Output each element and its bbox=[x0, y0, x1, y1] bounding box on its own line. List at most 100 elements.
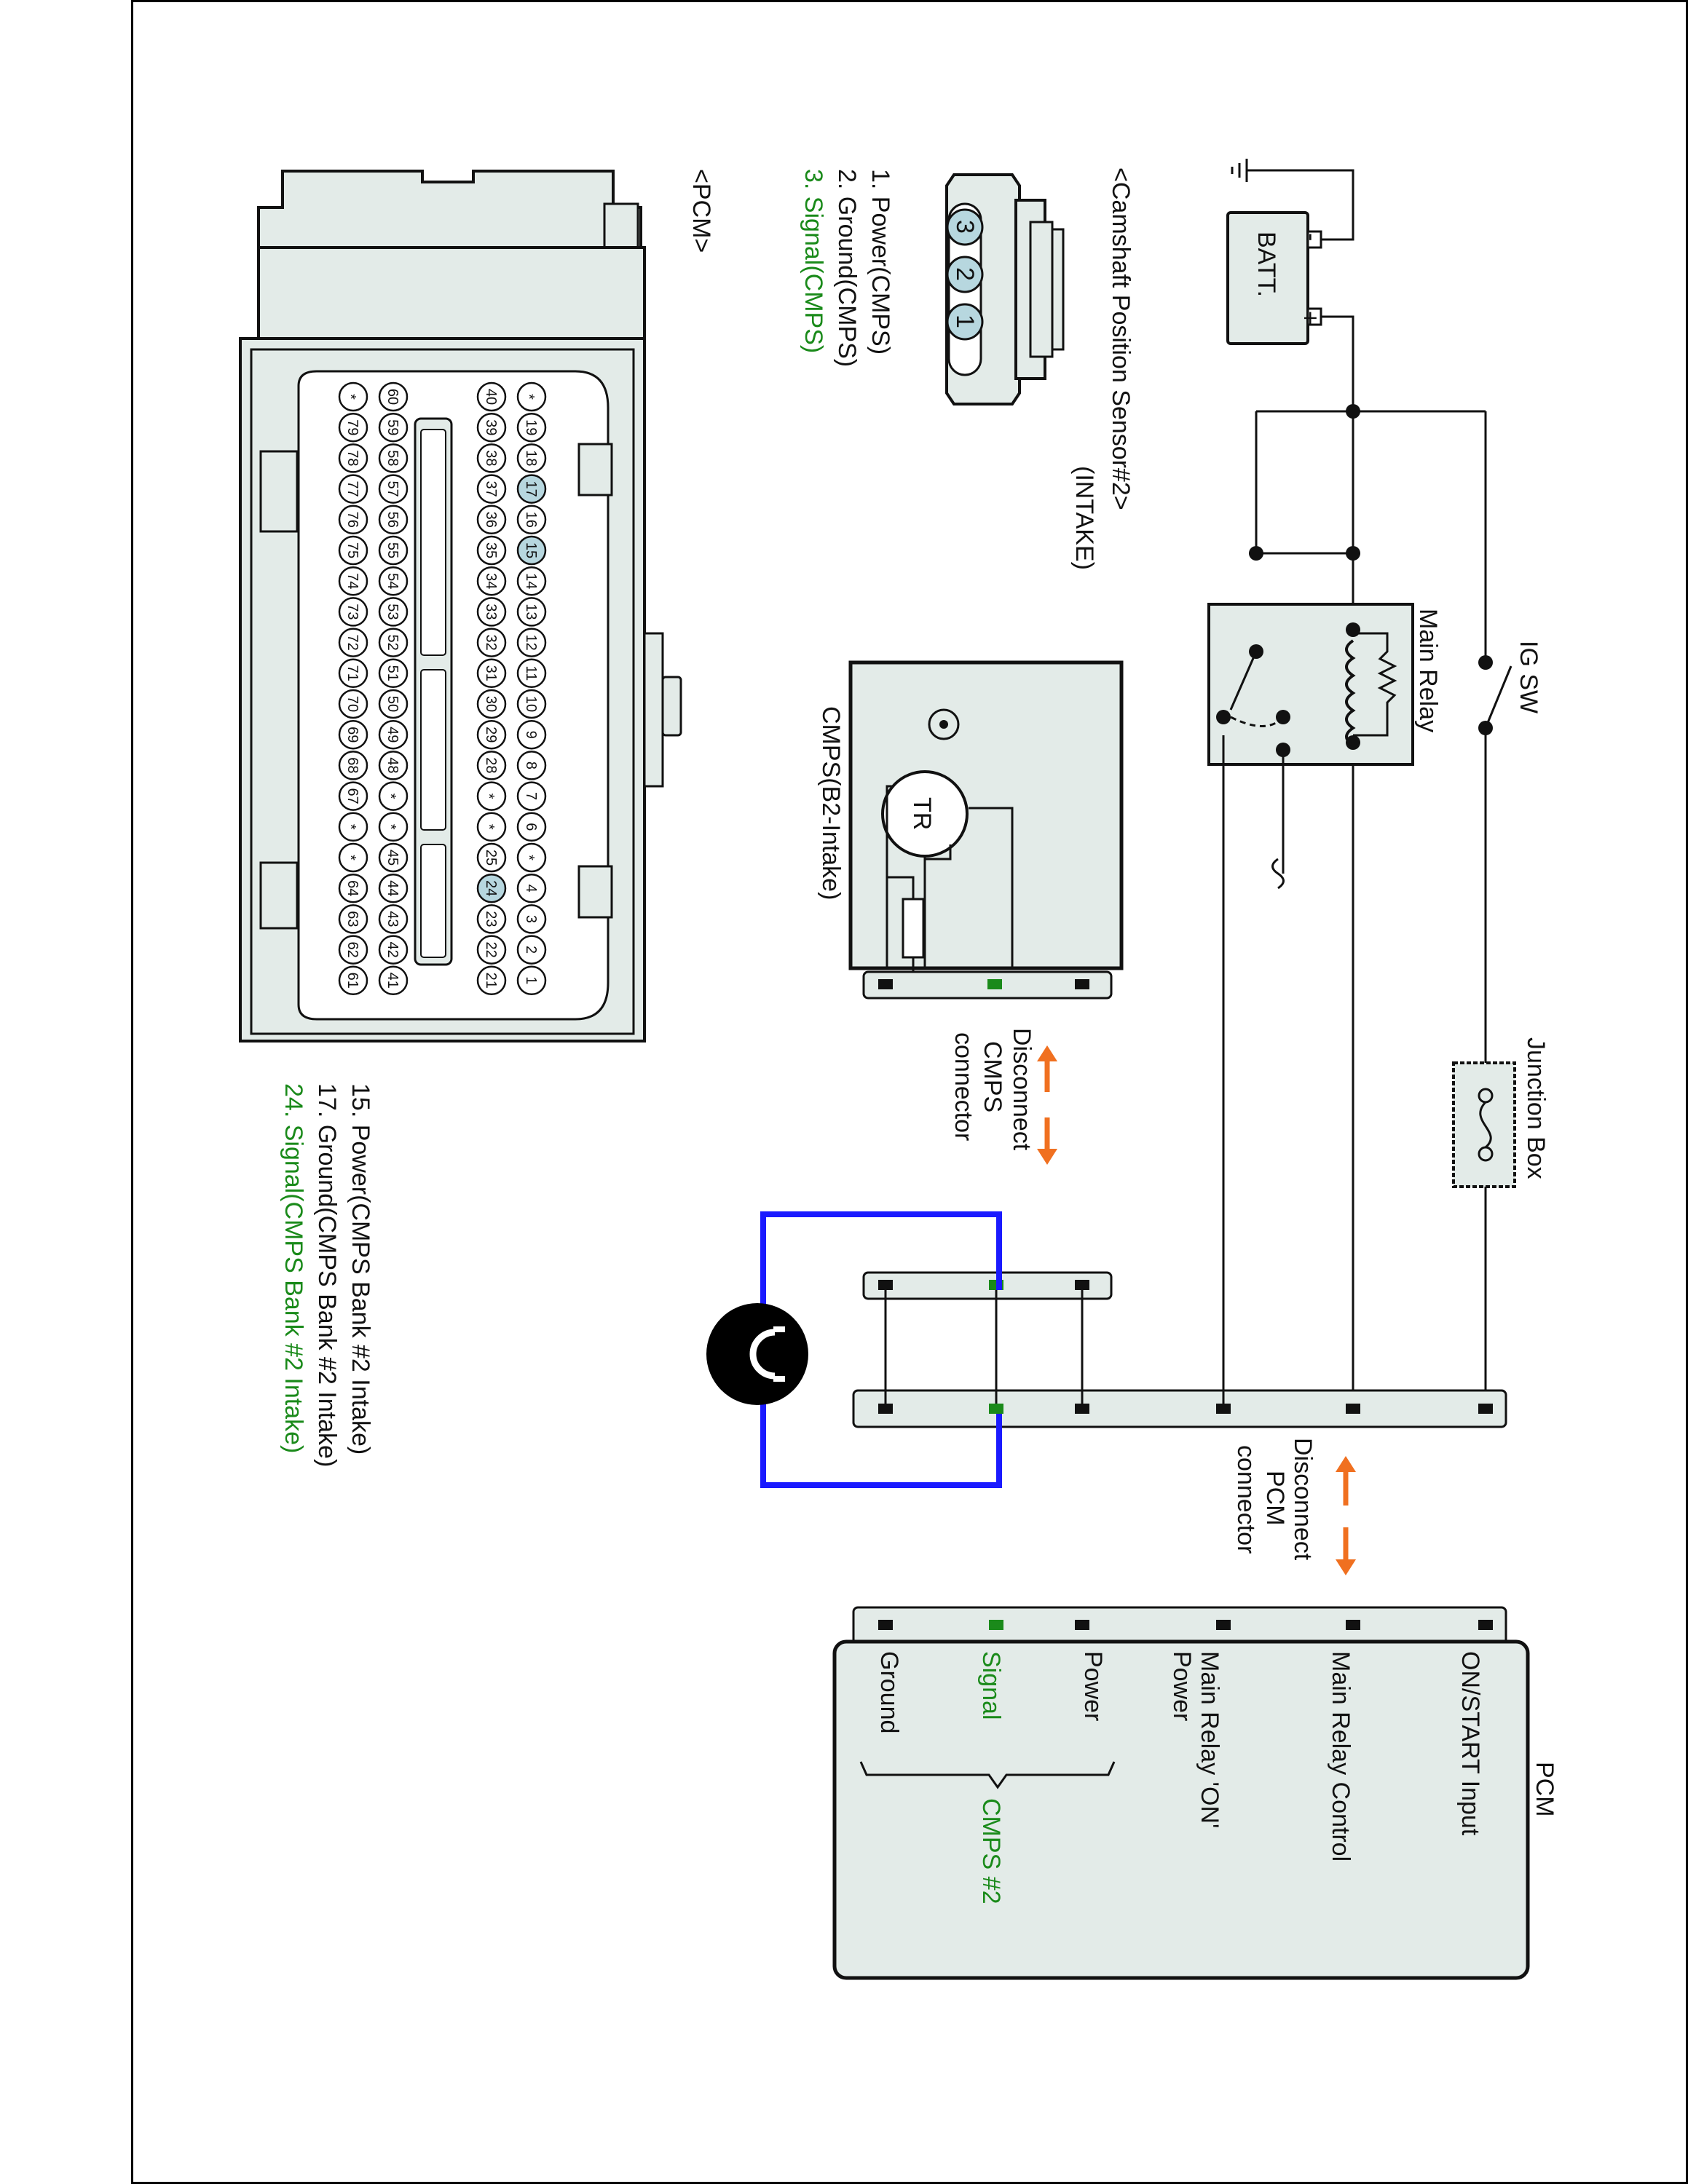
pcm-pin-number: 40 bbox=[483, 389, 499, 405]
pcm-pin bbox=[516, 965, 547, 996]
pcm-pin bbox=[476, 689, 507, 719]
pcm-pin bbox=[338, 904, 368, 934]
disconnect-pcm-line2: PCM bbox=[1261, 1471, 1289, 1526]
pcm-pin bbox=[476, 751, 507, 780]
sensor-pin-1: 1 bbox=[951, 314, 979, 328]
pcm-pin bbox=[378, 904, 409, 934]
pcm-legend-item: 24. Signal(CMPS Bank #2 Intake) bbox=[280, 1083, 307, 1453]
disconnect-pcm-line1: Disconnect bbox=[1289, 1438, 1317, 1561]
pcm-terminal-label: Main Relay 'ON' bbox=[1196, 1651, 1223, 1829]
sensor-pin-list: 1. Power(CMPS)2. Ground(CMPS)3. Signal(C… bbox=[800, 169, 894, 367]
pcm-pin-number: * bbox=[521, 394, 537, 400]
junction-box: Junction Box bbox=[1452, 1037, 1550, 1188]
pcm-pin bbox=[516, 535, 547, 566]
disconnect-cmps-arrow bbox=[1037, 1045, 1057, 1165]
pcm-pin bbox=[516, 628, 547, 657]
pcm-legend-item: 17. Ground(CMPS Bank #2 Intake) bbox=[313, 1083, 341, 1467]
pcm-pin-number: 43 bbox=[384, 911, 401, 927]
pcm-pin-number: 32 bbox=[483, 634, 499, 650]
pcm-pin bbox=[516, 751, 547, 780]
pcm-pin-number: 16 bbox=[523, 512, 539, 528]
pcm-pin-number: 33 bbox=[483, 604, 499, 620]
pcm-pin bbox=[338, 412, 368, 443]
pcm-pin bbox=[378, 965, 409, 996]
pcm-pin bbox=[378, 443, 409, 473]
pcm-pin-number: 67 bbox=[344, 788, 360, 804]
pcm-label: PCM bbox=[1531, 1762, 1558, 1817]
pcm-pin-number: 74 bbox=[344, 573, 360, 589]
pcm-pin-number: 51 bbox=[384, 665, 401, 681]
pcm-pin-number: 69 bbox=[344, 727, 360, 743]
pcm-pin bbox=[476, 443, 507, 473]
pcm-pin-number: 30 bbox=[483, 696, 499, 712]
battery-minus: - bbox=[1298, 233, 1325, 241]
pcm-pin-number: * bbox=[382, 794, 398, 799]
pcm-pin bbox=[338, 842, 368, 873]
pcm-pin-number: * bbox=[342, 824, 358, 830]
pcm-pin bbox=[378, 658, 409, 689]
pcm-terminal-label: Main Relay Control bbox=[1327, 1651, 1354, 1861]
pcm-pin-number: 50 bbox=[384, 696, 401, 712]
pcm-pin-number: 58 bbox=[384, 450, 401, 466]
disconnect-pcm-arrow bbox=[1336, 1456, 1356, 1575]
breakout-connector-upper bbox=[862, 1271, 1113, 1300]
pcm-pin-number: 8 bbox=[523, 761, 539, 769]
pcm-pin-number: 77 bbox=[344, 480, 360, 496]
pcm-terminal-label: Power bbox=[1168, 1651, 1196, 1721]
pcm-terminal-label: ON/START Input bbox=[1456, 1651, 1484, 1836]
battery: BATT. - + bbox=[1226, 159, 1354, 411]
pcm-pin-number: 36 bbox=[483, 512, 499, 528]
pcm-pin bbox=[476, 873, 507, 903]
pcm-pin bbox=[378, 873, 409, 903]
pcm-pin bbox=[338, 812, 368, 842]
pcm-pin bbox=[476, 812, 507, 842]
pcm-pin bbox=[338, 505, 368, 535]
pcm-pin-number: 44 bbox=[384, 880, 401, 896]
pcm-pin bbox=[378, 474, 409, 504]
sensor-pin-3: 3 bbox=[951, 220, 979, 234]
sensor-pin-2: 2 bbox=[951, 267, 979, 281]
pcm-pin bbox=[476, 965, 507, 996]
pcm-pin-number: 17 bbox=[523, 480, 539, 496]
pcm-pin-number: 35 bbox=[483, 542, 499, 558]
main-relay-box bbox=[1207, 603, 1414, 766]
pcm-pin-number: 2 bbox=[523, 946, 539, 954]
pcm-legend-item: 15. Power(CMPS Bank #2 Intake) bbox=[347, 1083, 374, 1455]
pcm-pin-number: 6 bbox=[523, 823, 539, 831]
pcm-pin-number: 10 bbox=[523, 696, 539, 712]
pcm-pin bbox=[378, 628, 409, 657]
pcm-pin bbox=[516, 505, 547, 535]
pcm-pin-number: 3 bbox=[523, 915, 539, 923]
pcm-pin bbox=[516, 935, 547, 965]
pcm-pin-number: 4 bbox=[523, 885, 539, 893]
disconnect-cmps-line2: CMPS bbox=[979, 1041, 1006, 1112]
main-relay-label: Main Relay bbox=[1414, 609, 1442, 732]
sensor-pin-item: 3. Signal(CMPS) bbox=[800, 169, 827, 353]
pcm-pin-number: 1 bbox=[523, 976, 539, 984]
pcm-pin-number: 39 bbox=[483, 419, 499, 435]
pcm-pin bbox=[516, 566, 547, 596]
pcm-pin bbox=[378, 842, 409, 873]
pcm-pin-number: 9 bbox=[523, 731, 539, 739]
pcm-pin bbox=[378, 597, 409, 627]
pcm-pin-number: 63 bbox=[344, 911, 360, 927]
pcm-pin-number: 25 bbox=[483, 850, 499, 866]
pcm-pin-number: 13 bbox=[523, 604, 539, 620]
pcm-pin bbox=[476, 505, 507, 535]
disconnect-cmps-line1: Disconnect bbox=[1008, 1028, 1036, 1151]
battery-label: BATT. bbox=[1253, 232, 1280, 297]
breakout-connector-lower bbox=[852, 1389, 1507, 1428]
pcm-pin-number: 70 bbox=[344, 696, 360, 712]
pcm-pin-number: 23 bbox=[483, 911, 499, 927]
pcm-pin bbox=[516, 412, 547, 443]
pcm-pin bbox=[476, 412, 507, 443]
cmps-box-label: CMPS(B2-Intake) bbox=[817, 706, 845, 900]
pcm-terminal-label: Power bbox=[1079, 1651, 1107, 1721]
pcm-module: PCM ON/START Input Main Relay Control Main… bbox=[832, 1606, 1558, 1980]
power-wiring bbox=[1222, 410, 1487, 1409]
pcm-pin bbox=[476, 628, 507, 657]
ohm-meter bbox=[706, 1211, 1002, 1488]
cmps-component: TR CMPS(B2-Intake) bbox=[817, 660, 1124, 995]
pcm-pin bbox=[378, 412, 409, 443]
pcm-pin bbox=[378, 689, 409, 719]
